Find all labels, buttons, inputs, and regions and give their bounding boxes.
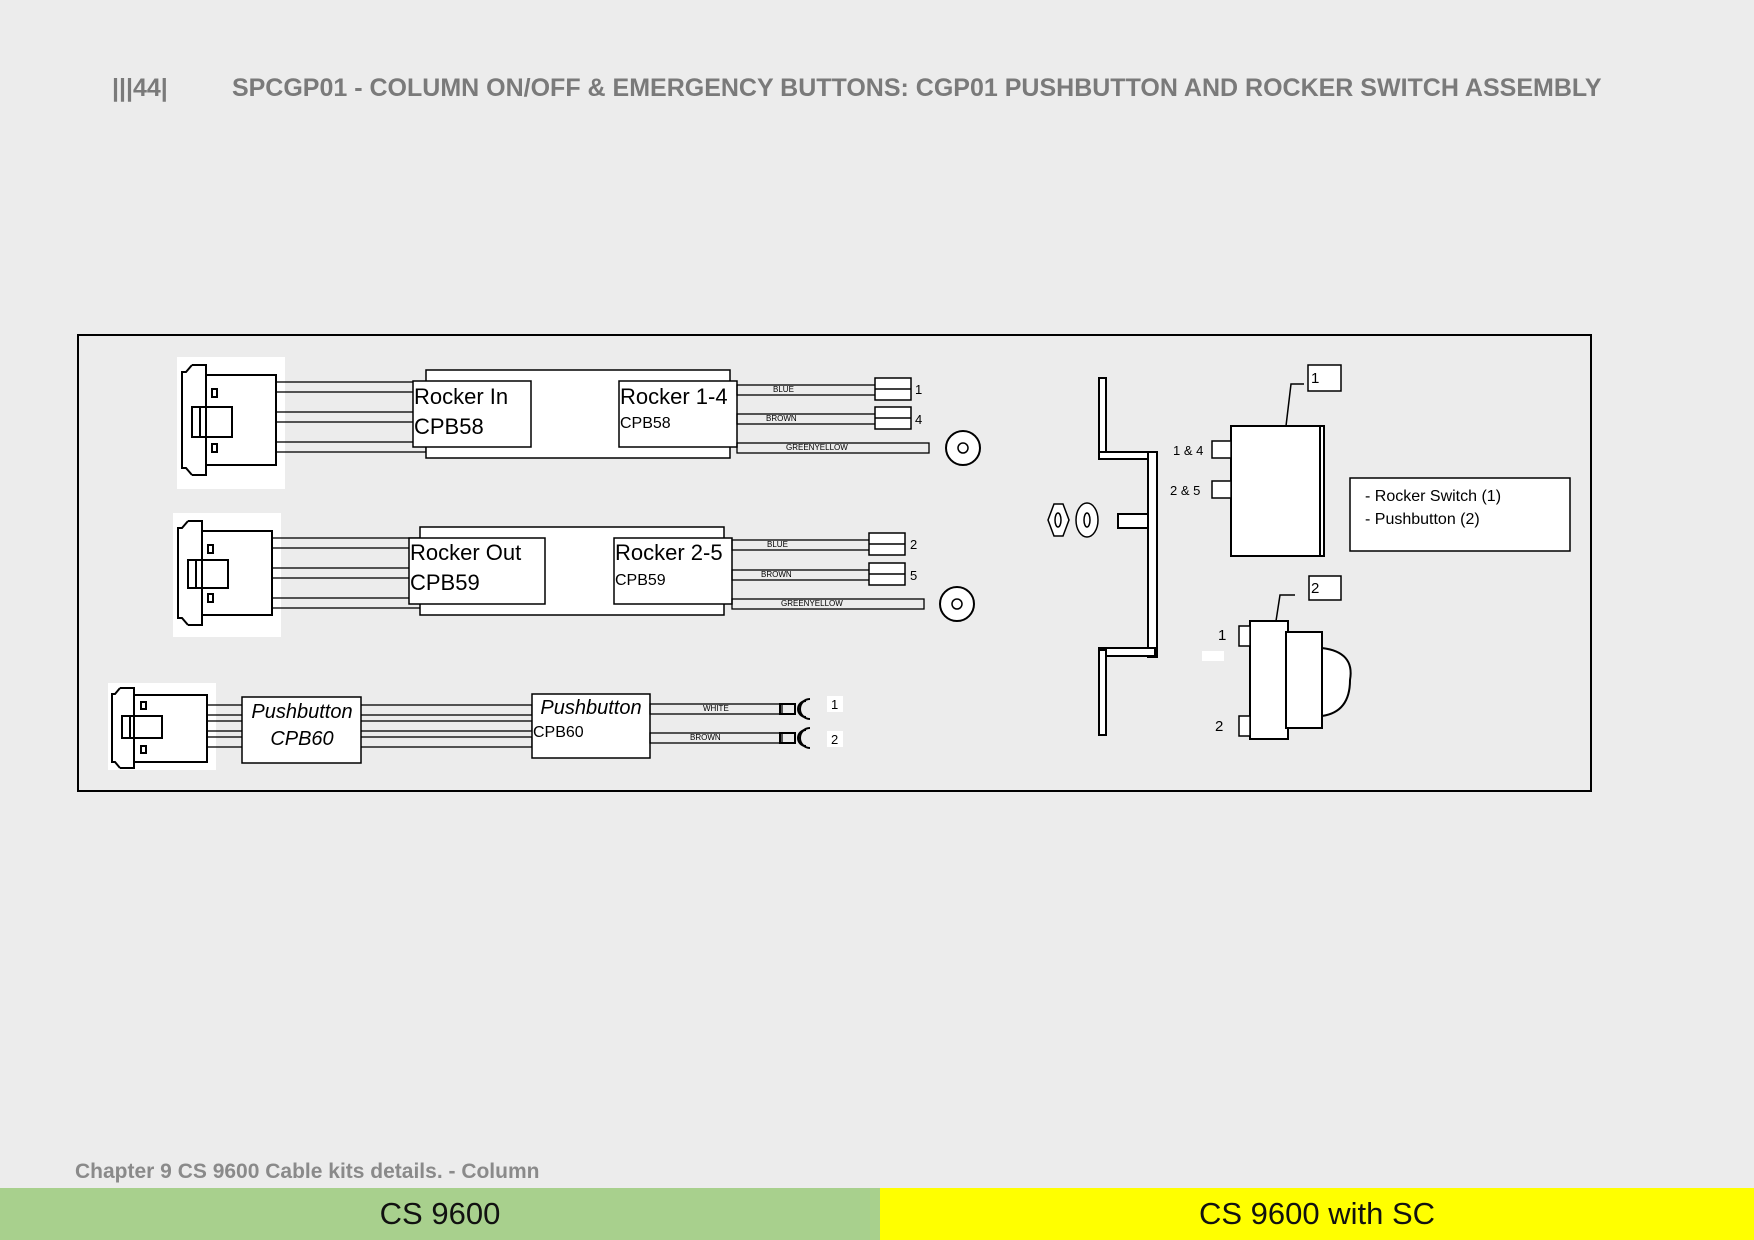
cable-pushbutton: Pushbutton CPB60 Pushbutton CPB60 WHITE … <box>108 683 843 770</box>
callout-number: 2 <box>1311 580 1319 597</box>
label-box <box>408 537 546 605</box>
washer-hole <box>1083 512 1091 528</box>
callout-box <box>1307 364 1342 392</box>
label-text: Pushbutton <box>540 697 641 719</box>
cable-rocker-out: Rocker Out CPB59 Rocker 2-5 CPB59 BLUE B… <box>173 513 975 637</box>
label-box <box>531 693 651 759</box>
wire-bundle <box>271 537 423 609</box>
wire-label: WHITE <box>703 704 729 713</box>
wire-label: BROWN <box>690 733 721 742</box>
wire-bundle <box>275 381 427 453</box>
pushbutton-body <box>1249 620 1289 740</box>
label-box <box>613 537 733 605</box>
switch-assembly: 1 & 4 2 & 5 1 1 2 2 - Rocker Switch (1) … <box>1047 364 1571 740</box>
wire-ends <box>649 703 783 744</box>
label-text: Rocker 2-5 <box>615 540 723 565</box>
nut-hole <box>1054 512 1062 528</box>
spade-terminal <box>874 377 912 430</box>
wire-label: GREENYELLOW <box>781 599 843 608</box>
pin-label: 2 <box>910 537 917 552</box>
ring-terminal <box>945 430 981 466</box>
wire-label: BLUE <box>767 540 788 549</box>
pin-label: 4 <box>915 412 922 427</box>
label-text: Pushbutton <box>251 701 352 723</box>
spade-terminal <box>868 532 906 586</box>
ring-hole <box>951 598 963 610</box>
label-text: CPB60 <box>533 724 584 741</box>
cable-rocker-in: Rocker In CPB58 Rocker 1-4 CPB58 BLUE BR… <box>177 357 981 489</box>
footer-right: CS 9600 with SC <box>880 1188 1754 1240</box>
fork-terminal <box>779 698 811 749</box>
page-title: SPCGP01 - COLUMN ON/OFF & EMERGENCY BUTT… <box>231 74 1602 102</box>
label-box <box>241 696 362 764</box>
ring-hole <box>957 442 969 454</box>
terminal-label: 1 <box>1218 627 1226 644</box>
pin-label-box <box>827 696 843 712</box>
label-text: CPB58 <box>414 414 484 439</box>
label-text: CPB60 <box>270 728 333 750</box>
legend-item: - Pushbutton (2) <box>1365 511 1480 528</box>
push-terminal <box>1238 715 1251 737</box>
push-terminal <box>1238 625 1251 647</box>
label-text: Rocker In <box>414 384 508 409</box>
ring-terminal <box>939 586 975 622</box>
page-header: |||44| SPCGP01 - COLUMN ON/OFF & EMERGEN… <box>112 74 1602 103</box>
hex-nut <box>1047 503 1070 537</box>
pushbutton-cap <box>1321 646 1352 718</box>
legend-box <box>1349 477 1571 552</box>
wire-label: GREENYELLOW <box>786 443 848 452</box>
wire-label: BROWN <box>766 414 797 423</box>
label-text: Rocker 1-4 <box>620 384 728 409</box>
pin-label: 1 <box>915 382 922 397</box>
label-text: CPB59 <box>410 570 480 595</box>
wire-label: BROWN <box>761 570 792 579</box>
pin-label: 5 <box>910 568 917 583</box>
rocker-terminal <box>1211 480 1232 499</box>
rocker-terminal <box>1211 440 1232 459</box>
diagram-frame <box>77 334 1592 792</box>
callout-leader <box>1275 594 1295 622</box>
mounting-bracket <box>1098 377 1158 736</box>
label-text: CPB59 <box>615 572 666 589</box>
label-text: Rocker Out <box>410 540 521 565</box>
terminal-label: 1 & 4 <box>1173 443 1203 458</box>
chapter-label: Chapter 9 CS 9600 Cable kits details. - … <box>75 1160 540 1183</box>
legend-item: - Rocker Switch (1) <box>1365 488 1501 505</box>
washer <box>1075 502 1099 538</box>
pin-label: 1 <box>831 697 838 712</box>
terminal-label: 2 <box>1215 718 1223 735</box>
wire-label: BLUE <box>773 385 794 394</box>
callout-box <box>1308 575 1342 601</box>
page-number: |||44| <box>112 74 168 102</box>
callout-leader <box>1285 383 1304 427</box>
label-text: CPB58 <box>620 415 671 432</box>
pin-label-box <box>827 731 843 747</box>
label-box <box>412 380 532 448</box>
terminal-label: 2 & 5 <box>1170 483 1200 498</box>
footer-bar: CS 9600 CS 9600 with SC <box>0 1188 1754 1240</box>
pushbutton-collar <box>1285 631 1323 729</box>
pin-label: 2 <box>831 732 838 747</box>
label-patch <box>1202 651 1224 661</box>
footer-left: CS 9600 <box>0 1188 880 1240</box>
rocker-switch-body <box>1230 425 1325 557</box>
callout-number: 1 <box>1311 370 1319 387</box>
